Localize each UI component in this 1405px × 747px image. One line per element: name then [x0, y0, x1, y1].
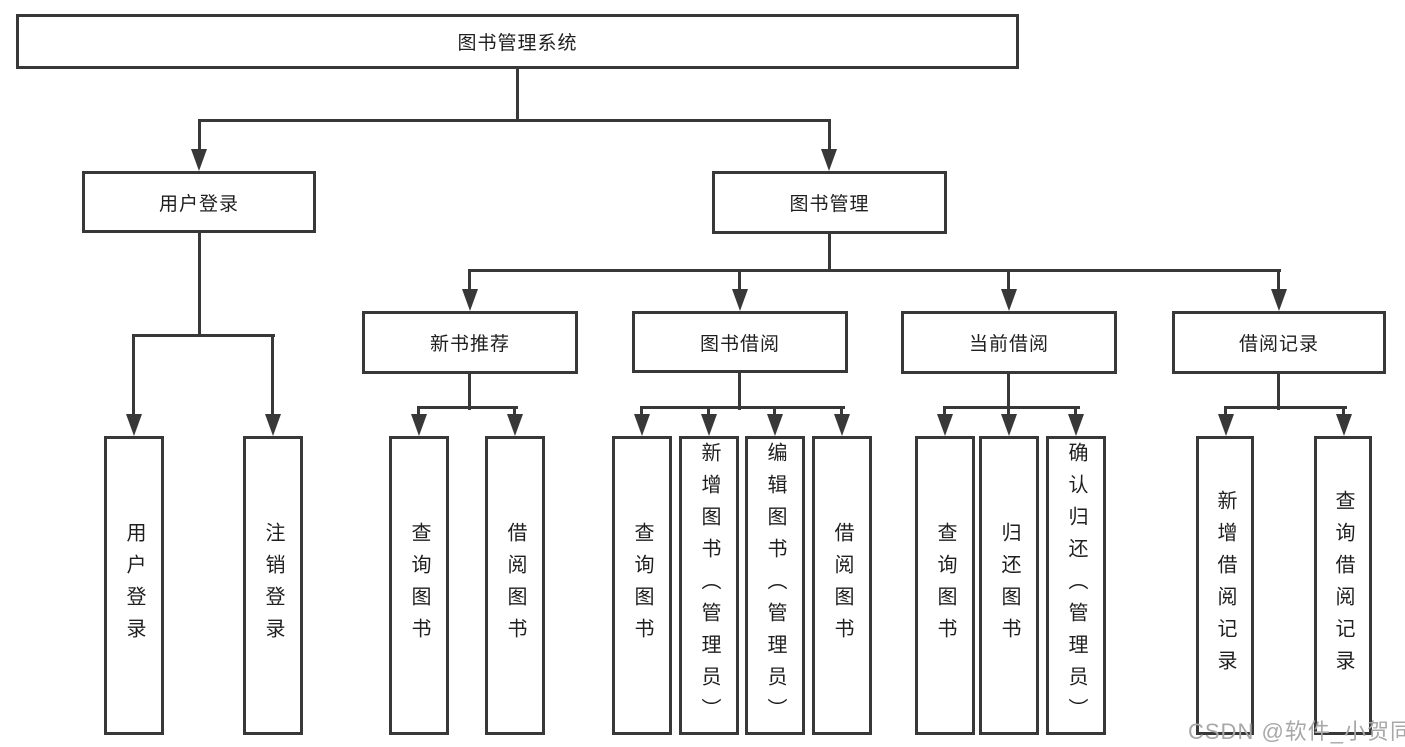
node-borrowing-records: 借阅记录: [1172, 311, 1386, 374]
connector-line: [773, 406, 776, 418]
connector-line: [132, 334, 135, 418]
connector-line: [198, 119, 201, 153]
arrow-down-icon: [462, 289, 478, 311]
arrow-down-icon: [634, 414, 650, 436]
arrow-down-icon: [126, 414, 142, 436]
connector-line: [468, 269, 1281, 272]
arrow-down-icon: [1001, 289, 1017, 311]
arrow-down-icon: [834, 414, 850, 436]
arrow-down-icon: [265, 414, 281, 436]
arrow-down-icon: [732, 289, 748, 311]
node-label: 图书管理系统: [457, 33, 578, 54]
connector-line: [198, 119, 831, 122]
connector-line: [1007, 269, 1010, 293]
arrow-down-icon: [191, 149, 207, 171]
leaf-label: 借阅图书: [504, 521, 526, 650]
node-label: 图书借阅: [699, 333, 780, 355]
connector-line: [468, 373, 471, 410]
leaf-label: 编辑图书（管理员）: [764, 441, 786, 730]
node-label: 用户登录: [158, 193, 239, 215]
arrow-down-icon: [507, 414, 523, 436]
connector-line: [738, 269, 741, 293]
leaf-borrow-books-borrowing: 借阅图书: [812, 436, 872, 735]
leaf-label: 归还图书: [998, 521, 1020, 650]
node-new-book-recommendation: 新书推荐: [362, 311, 578, 374]
connector-line: [513, 406, 516, 418]
connector-line: [1074, 406, 1077, 418]
leaf-borrow-books-recommend: 借阅图书: [485, 436, 545, 735]
connector-line: [707, 406, 710, 418]
node-label: 新书推荐: [429, 334, 510, 355]
leaf-confirm-return-admin: 确认归还（管理员）: [1046, 436, 1106, 735]
leaf-label: 新增借阅记录: [1214, 489, 1236, 682]
arrow-down-icon: [411, 414, 427, 436]
leaf-label: 查询图书: [631, 521, 653, 650]
node-label: 借阅记录: [1238, 334, 1319, 355]
node-library-management-system: 图书管理系统: [16, 14, 1019, 69]
leaf-add-borrow-record: 新增借阅记录: [1196, 436, 1254, 735]
leaf-label: 用户登录: [123, 521, 145, 650]
connector-line: [132, 334, 275, 337]
leaf-edit-books-admin: 编辑图书（管理员）: [745, 436, 805, 735]
connector-line: [1277, 269, 1280, 293]
leaf-add-books-admin: 新增图书（管理员）: [679, 436, 739, 735]
connector-line: [828, 233, 831, 271]
leaf-query-borrow-record: 查询借阅记录: [1314, 436, 1372, 735]
arrow-down-icon: [701, 414, 717, 436]
arrow-down-icon: [821, 149, 837, 171]
arrow-down-icon: [1001, 414, 1017, 436]
connector-line: [1007, 373, 1010, 410]
arrow-down-icon: [1068, 414, 1084, 436]
connector-line: [468, 269, 471, 293]
node-user-login: 用户登录: [82, 171, 316, 233]
leaf-query-books-current: 查询图书: [915, 436, 975, 735]
connector-line: [198, 232, 201, 336]
connector-line: [1224, 406, 1227, 418]
leaf-query-books-recommend: 查询图书: [389, 436, 449, 735]
connector-line: [943, 406, 946, 418]
connector-line: [1277, 373, 1280, 410]
node-book-management: 图书管理: [712, 171, 947, 234]
leaf-label: 查询借阅记录: [1332, 489, 1354, 682]
connector-line: [943, 406, 1080, 409]
arrow-down-icon: [1218, 414, 1234, 436]
node-current-borrowing: 当前借阅: [901, 311, 1117, 374]
leaf-label: 查询图书: [408, 521, 430, 650]
connector-line: [1224, 406, 1347, 409]
leaf-label: 注销登录: [262, 521, 284, 650]
connector-line: [640, 406, 845, 409]
connector-line: [840, 406, 843, 418]
connector-line: [1007, 406, 1010, 418]
connector-line: [417, 406, 518, 409]
arrow-down-icon: [937, 414, 953, 436]
connector-line: [640, 406, 643, 418]
connector-line: [738, 373, 741, 410]
leaf-label: 借阅图书: [831, 521, 853, 650]
leaf-label: 确认归还（管理员）: [1065, 441, 1087, 730]
connector-line: [1342, 406, 1345, 418]
connector-line: [516, 69, 519, 121]
leaf-label: 查询图书: [934, 521, 956, 650]
watermark: CSDN @软件_小贺同学: [1188, 719, 1405, 744]
node-book-borrowing: 图书借阅: [632, 311, 848, 373]
arrow-down-icon: [1271, 289, 1287, 311]
arrow-down-icon: [1336, 414, 1352, 436]
leaf-user-login: 用户登录: [104, 436, 164, 735]
node-label: 当前借阅: [968, 334, 1049, 355]
connector-line: [828, 119, 831, 153]
connector-line: [417, 406, 420, 418]
leaf-logout: 注销登录: [243, 436, 303, 735]
connector-line: [271, 334, 274, 418]
leaf-query-books-borrowing: 查询图书: [612, 436, 672, 735]
arrow-down-icon: [767, 414, 783, 436]
node-label: 图书管理: [789, 194, 870, 215]
leaf-label: 新增图书（管理员）: [698, 441, 720, 730]
leaf-return-books: 归还图书: [979, 436, 1039, 735]
